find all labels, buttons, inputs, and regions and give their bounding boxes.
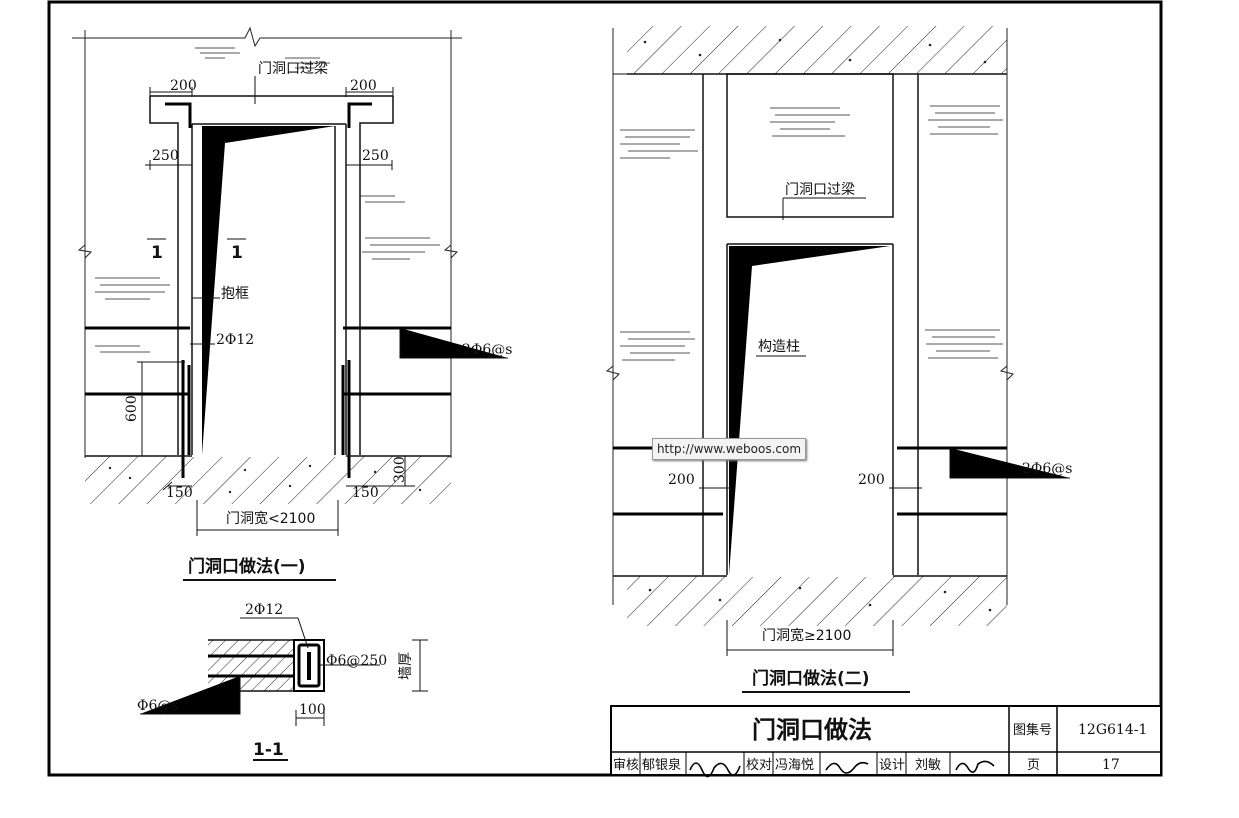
tie-label-two: 2Φ6@s [1022,461,1072,477]
lintel-label: 门洞口过梁 [258,61,328,77]
dim-200-left: 200 [170,78,197,94]
dim-150-right: 150 [352,485,379,501]
section-1-1: 2Φ12 Φ6@250 墙厚 Φ6@s 100 1-1 [137,602,428,761]
design-label: 设计 [879,758,905,773]
checker-signature [825,761,869,774]
checker-name: 冯海悦 [775,758,814,773]
sheet-border [47,0,1163,777]
review-label: 审核 [613,758,639,773]
dim-200-right-two: 200 [858,472,885,488]
section-rebar-label: 2Φ12 [245,602,283,618]
dim-250-left: 250 [152,148,179,164]
detail-one: 200 200 门洞口过梁 250 250 1 1 抱框 2Φ12 2Φ6@s … [72,26,512,581]
atlas-number: 12G614-1 [1078,722,1147,738]
dim-200-right: 200 [350,78,377,94]
caption-detail-one: 门洞口做法(一) [188,556,306,577]
watermark-link[interactable]: http://www.weboos.com [652,438,806,460]
tie-label: 2Φ6@s [462,342,512,358]
check-label: 校对 [746,757,772,773]
stirrup-label: Φ6@250 [326,653,387,669]
width-label-two: 门洞宽≥2100 [762,627,851,644]
atlas-label: 图集号 [1013,722,1052,738]
section-mark-left: 1 [151,243,163,263]
title-text: 门洞口做法 [752,716,872,744]
section-tie-label: Φ6@s [137,698,179,714]
dim-200-left-two: 200 [668,472,695,488]
page-number: 17 [1102,757,1120,773]
caption-section: 1-1 [253,740,284,760]
caption-detail-two: 门洞口做法(二) [752,668,870,689]
dim-600: 600 [124,395,140,422]
page-label: 页 [1027,758,1040,773]
column-label: 构造柱 [758,339,800,355]
frame-label: 抱框 [221,286,249,302]
rebar-label: 2Φ12 [216,332,254,348]
reviewer-name: 郁银泉 [642,757,681,773]
section-mark-right: 1 [231,243,243,263]
dim-300: 300 [392,456,408,483]
dim-250-right: 250 [362,148,389,164]
detail-two: 门洞口过梁 构造柱 200 200 2Φ6@s 门洞宽≥2100 门洞口做法(二… [605,26,1072,693]
wall-thickness-label: 墙厚 [398,652,414,680]
designer-signature [955,760,995,773]
dim-100: 100 [299,702,326,718]
reviewer-signature [689,762,741,778]
designer-name: 刘敏 [915,758,941,773]
dim-150-left: 150 [166,485,193,501]
lintel-label-two: 门洞口过梁 [785,182,855,198]
title-block: 门洞口做法 图集号 12G614-1 审核 郁银泉 校对 冯海悦 设计 刘敏 页… [610,705,1162,778]
width-label: 门洞宽<2100 [226,510,315,527]
